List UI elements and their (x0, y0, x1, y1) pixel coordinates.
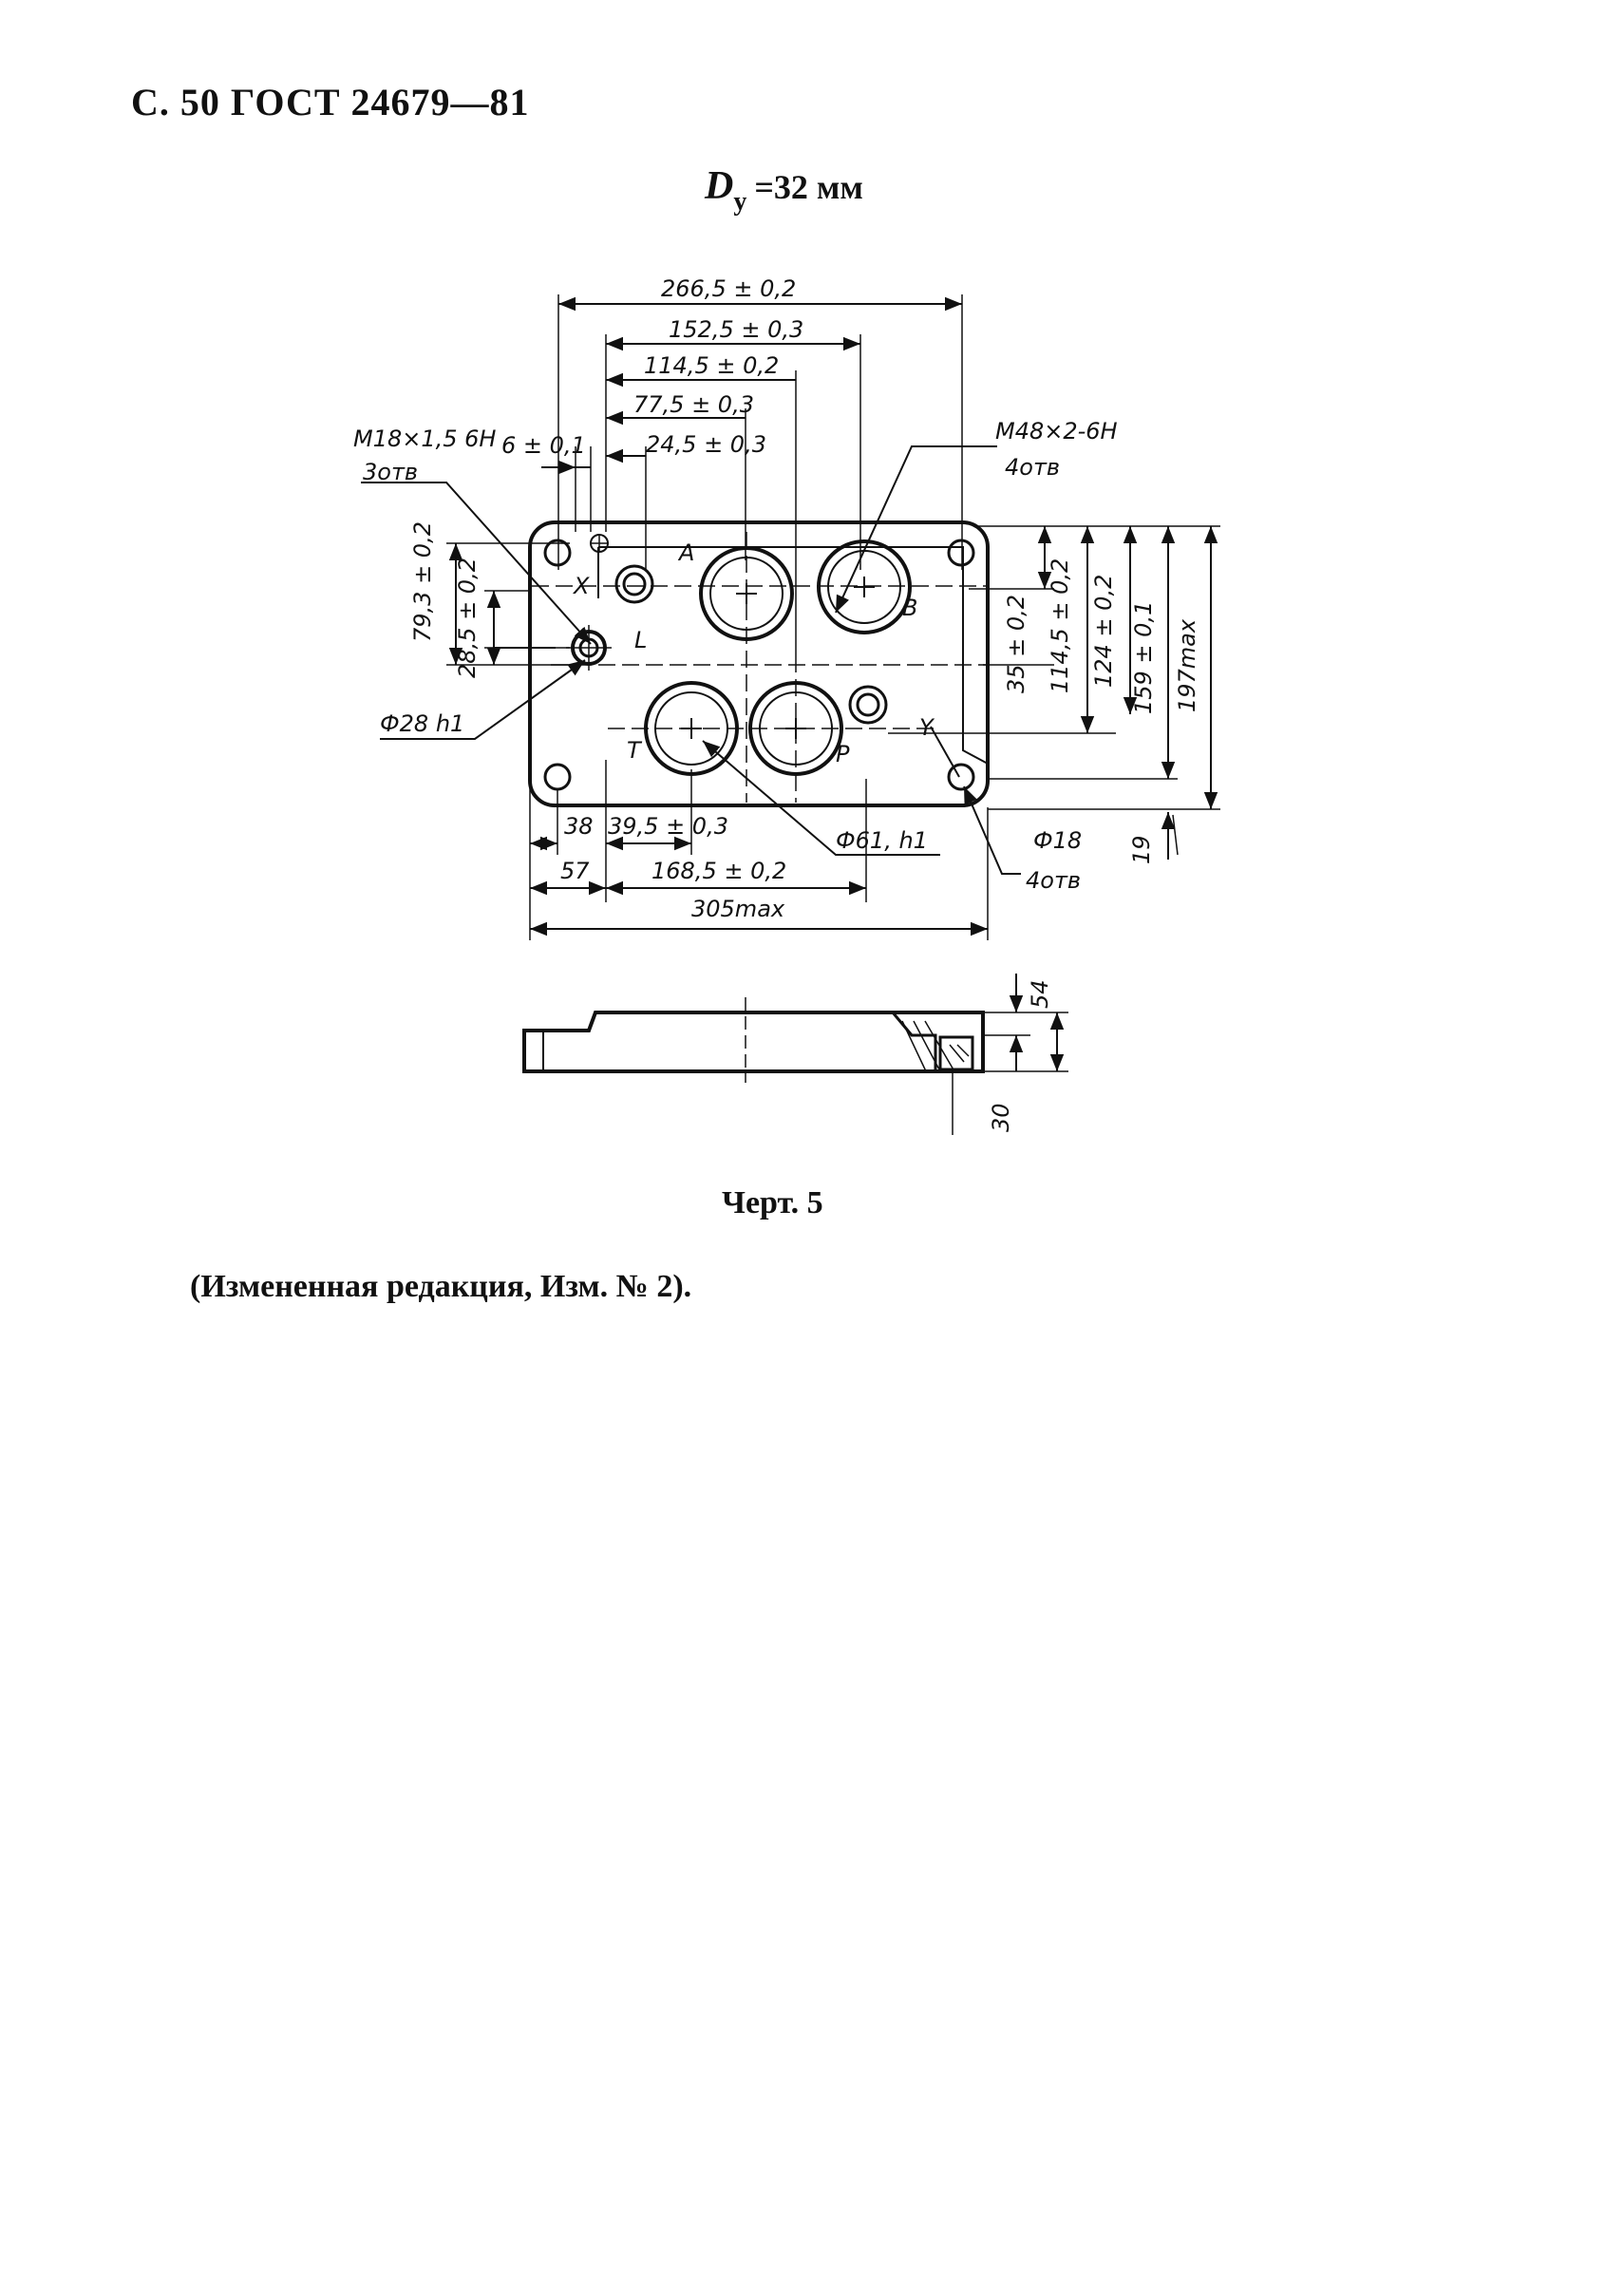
dim-168-5: 168,5 ± 0,2 (651, 858, 786, 884)
port-label-b: B (902, 595, 917, 621)
figure-caption: Черт. 5 (722, 1185, 823, 1220)
dim-38: 38 (564, 813, 594, 840)
dim-152-5: 152,5 ± 0,3 (669, 316, 803, 343)
plate-outline (528, 520, 990, 807)
callout-m18: M18×1,5 6H (353, 426, 496, 452)
callout-m48-count: 4отв (1005, 454, 1060, 481)
revision-note: (Измененная редакция, Изм. № 2). (190, 1269, 692, 1304)
dim-159: 159 ± 0,1 (1130, 601, 1157, 714)
corner-hole (543, 539, 572, 567)
callout-phi18: Ф18 (1033, 827, 1082, 854)
technical-drawing: 266,5 ± 0,2 152,5 ± 0,3 114,5 ± 0,2 77,5… (353, 275, 1220, 1135)
callout-phi18-count: 4отв (1026, 867, 1081, 894)
page-header: С. 50 ГОСТ 24679—81 (131, 81, 530, 123)
dim-19: 19 (1128, 835, 1155, 864)
extension-lines-right (888, 525, 1220, 856)
port-label-x: X (572, 573, 590, 599)
dim-197: 197max (1174, 618, 1200, 712)
port-b (817, 539, 912, 634)
port-y-small (848, 685, 888, 725)
dimension-lines-right (1037, 526, 1218, 860)
callout-phi61: Ф61, h1 (836, 827, 928, 854)
port-label-y: Y (919, 714, 935, 741)
dim-24-5: 24,5 ± 0,3 (646, 431, 766, 458)
callout-m18-count: 3отв (363, 459, 418, 485)
nominal-diameter: Dy=32 мм (705, 163, 863, 217)
dim-54: 54 (1027, 979, 1053, 1009)
dim-77-5: 77,5 ± 0,3 (633, 391, 754, 418)
dim-39-5: 39,5 ± 0,3 (608, 813, 728, 840)
plate-step (597, 546, 989, 765)
nominal-diameter-symbol: D (705, 164, 734, 208)
dim-57: 57 (560, 858, 590, 884)
dim-266-5: 266,5 ± 0,2 (661, 275, 796, 302)
port-label-a: A (677, 539, 694, 566)
port-l (566, 625, 612, 671)
dim-35: 35 ± 0,2 (1003, 595, 1029, 693)
dim-114-5: 114,5 ± 0,2 (644, 352, 779, 379)
section-view (522, 997, 985, 1083)
port-x-mark (590, 534, 609, 553)
section-dimension-lines (1009, 974, 1065, 1071)
nominal-diameter-value: =32 мм (754, 168, 863, 206)
dim-114-5-right: 114,5 ± 0,2 (1047, 558, 1073, 693)
dim-305: 305max (691, 896, 785, 922)
dimension-lines-bottom (530, 836, 988, 936)
dim-124: 124 ± 0,2 (1090, 575, 1117, 688)
center-lines (532, 532, 988, 803)
port-label-t: T (627, 737, 643, 764)
callout-m48: M48×2-6H (995, 418, 1118, 445)
leader-lines (361, 445, 1021, 875)
corner-hole (543, 763, 572, 791)
dim-79-3: 79,3 ± 0,2 (409, 521, 436, 642)
nominal-diameter-subscript: y (733, 187, 747, 217)
dimension-lines-top (541, 296, 962, 475)
extension-lines-bottom (529, 722, 989, 940)
dim-30: 30 (988, 1103, 1014, 1132)
port-x-small (614, 564, 654, 604)
dimension-lines-left (448, 543, 556, 665)
dim-28-5: 28,5 ± 0,2 (454, 558, 481, 678)
port-label-l: L (634, 627, 647, 653)
corner-hole (947, 763, 975, 791)
port-label-p: P (836, 741, 850, 767)
callout-phi28: Ф28 h1 (380, 710, 464, 737)
dim-6: 6 ± 0,1 (501, 432, 586, 459)
corner-hole (947, 539, 975, 567)
extension-lines-top (557, 294, 963, 655)
